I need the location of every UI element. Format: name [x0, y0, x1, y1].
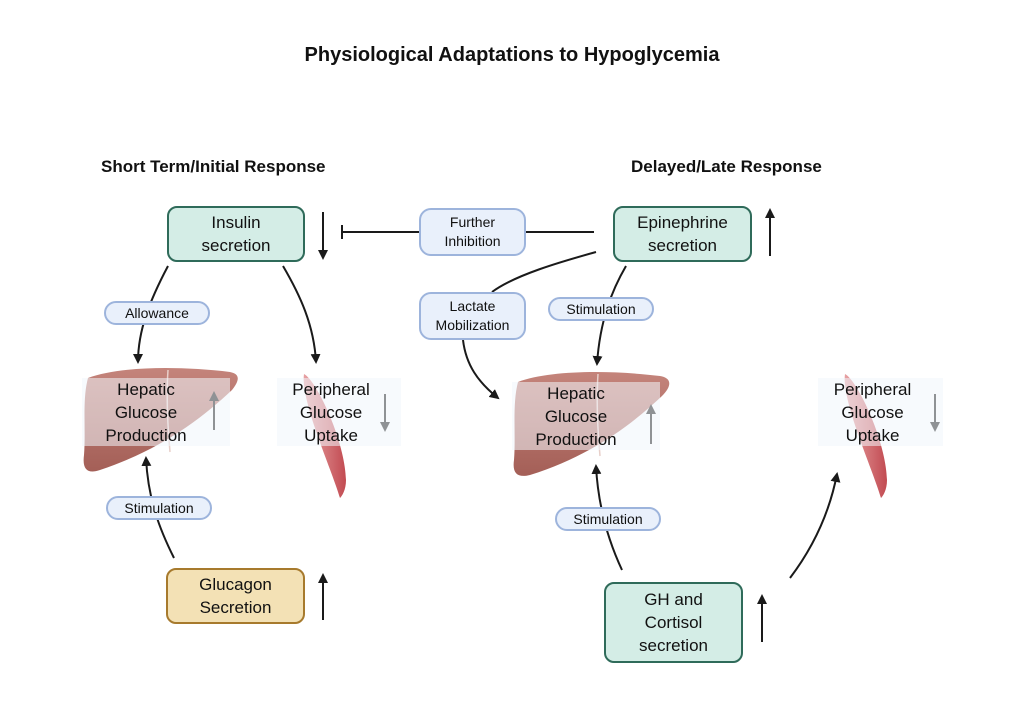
box-text: Glucagon: [199, 575, 272, 594]
pill-text: Inhibition: [444, 233, 501, 249]
diagram-title: Physiological Adaptations to Hypoglycemi…: [304, 44, 720, 66]
box-text: secretion: [201, 236, 271, 255]
label-text: Glucose: [544, 406, 608, 426]
stimulation-label-epinephrine: Stimulation: [548, 297, 654, 321]
edge-gh-peripheral: [789, 472, 841, 579]
label-text: Peripheral: [292, 379, 370, 399]
box-text: GH and: [644, 590, 703, 609]
edge-lactate-hepatic: [462, 339, 500, 400]
label-text: Glucose: [114, 402, 178, 422]
box-text: Epinephrine: [637, 213, 728, 232]
label-text: Peripheral: [833, 379, 912, 399]
section-right-heading: Delayed/Late Response: [631, 157, 822, 176]
pill-text: Mobilization: [435, 317, 510, 333]
label-text: Glucose: [841, 402, 904, 422]
insulin-secretion-box: Insulin secretion: [167, 206, 305, 262]
label-text: Uptake: [845, 425, 900, 445]
pill-text: Lactate: [449, 298, 496, 314]
label-text: Production: [105, 425, 187, 445]
label-text: Production: [535, 429, 617, 449]
box-text: Insulin: [211, 213, 261, 232]
label-text: Hepatic: [547, 383, 605, 403]
section-left-heading: Short Term/Initial Response: [101, 157, 326, 176]
pill-text: Further: [449, 214, 496, 230]
label-text: Glucose: [299, 402, 363, 422]
allowance-label: Allowance: [104, 301, 210, 325]
box-text: Cortisol: [644, 613, 703, 632]
box-text: secretion: [639, 636, 708, 655]
stimulation-label-glucagon: Stimulation: [106, 496, 212, 520]
epinephrine-secretion-box: Epinephrine secretion: [613, 206, 752, 262]
label-text: Hepatic: [117, 379, 175, 399]
edge-epi-lactate: [491, 251, 597, 293]
box-text: Secretion: [199, 598, 272, 617]
box-text: secretion: [648, 236, 717, 255]
label-text: Uptake: [304, 425, 358, 445]
edge-insulin-peripheral: [282, 265, 321, 364]
stimulation-label-gh: Stimulation: [555, 507, 661, 531]
